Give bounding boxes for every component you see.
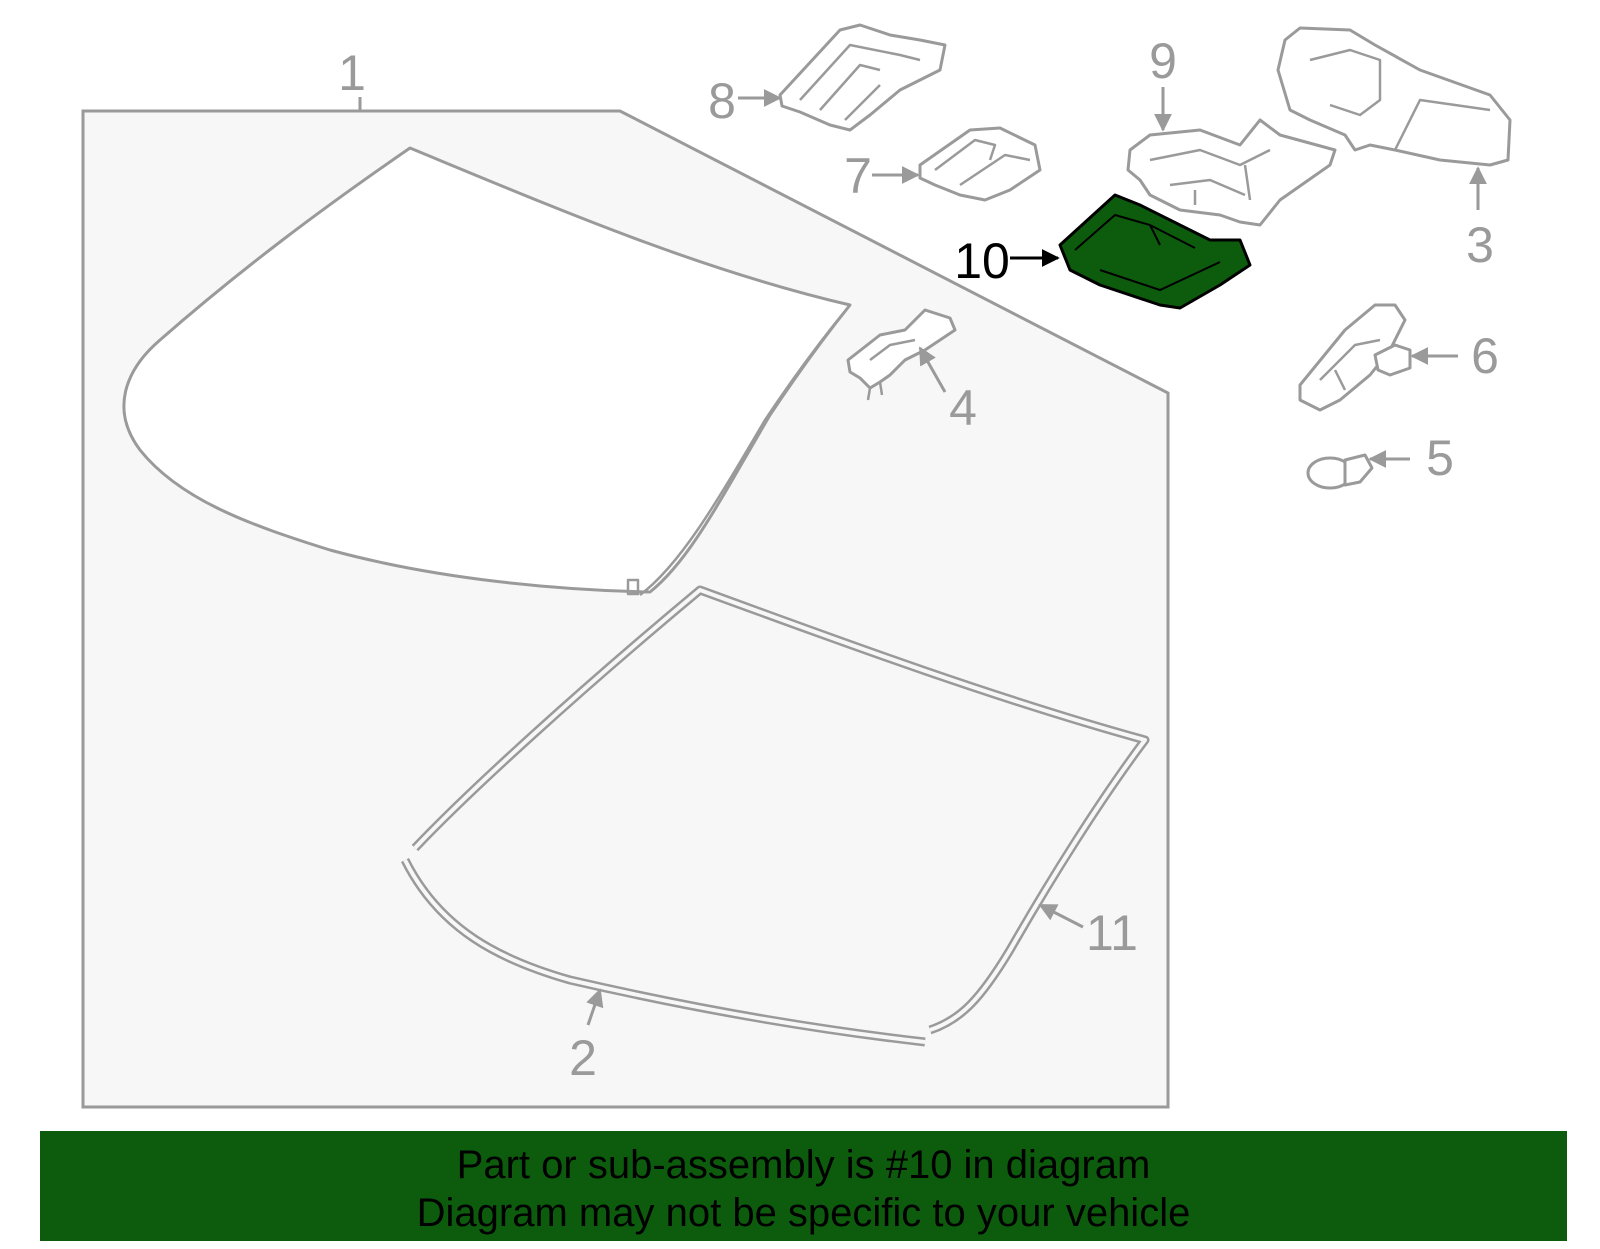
callout-3: 3	[1466, 217, 1494, 273]
part-9-housing	[1126, 118, 1337, 227]
part-3-mirror	[1276, 26, 1512, 167]
callout-10: 10	[954, 233, 1010, 289]
windshield-tab	[626, 578, 640, 596]
part-5-cap	[1306, 453, 1374, 490]
banner-line-2: Diagram may not be specific to your vehi…	[416, 1191, 1191, 1235]
part-7-cover	[918, 126, 1042, 202]
leader-11	[1038, 903, 1084, 929]
windshield-inner-edge	[639, 304, 851, 596]
windshield-glass	[122, 146, 852, 594]
leader-4	[918, 346, 947, 393]
callout-4: 4	[949, 380, 977, 436]
part-4-bracket	[846, 308, 957, 401]
part-6-sensor	[1298, 303, 1412, 412]
callout-11: 11	[1086, 905, 1138, 961]
callout-8: 8	[708, 73, 736, 129]
callout-5: 5	[1426, 430, 1454, 486]
part-8-bracket	[778, 23, 947, 132]
callout-9: 9	[1149, 33, 1177, 89]
callout-6: 6	[1471, 328, 1499, 384]
info-banner: Part or sub-assembly is #10 in diagram D…	[40, 1131, 1567, 1241]
callout-1: 1	[338, 45, 366, 101]
banner-line-1: Part or sub-assembly is #10 in diagram	[456, 1143, 1151, 1187]
callout-7: 7	[844, 148, 872, 204]
part-10-cover-highlighted[interactable]	[1058, 193, 1252, 310]
leader-2	[586, 988, 604, 1026]
callout-2: 2	[569, 1030, 597, 1086]
